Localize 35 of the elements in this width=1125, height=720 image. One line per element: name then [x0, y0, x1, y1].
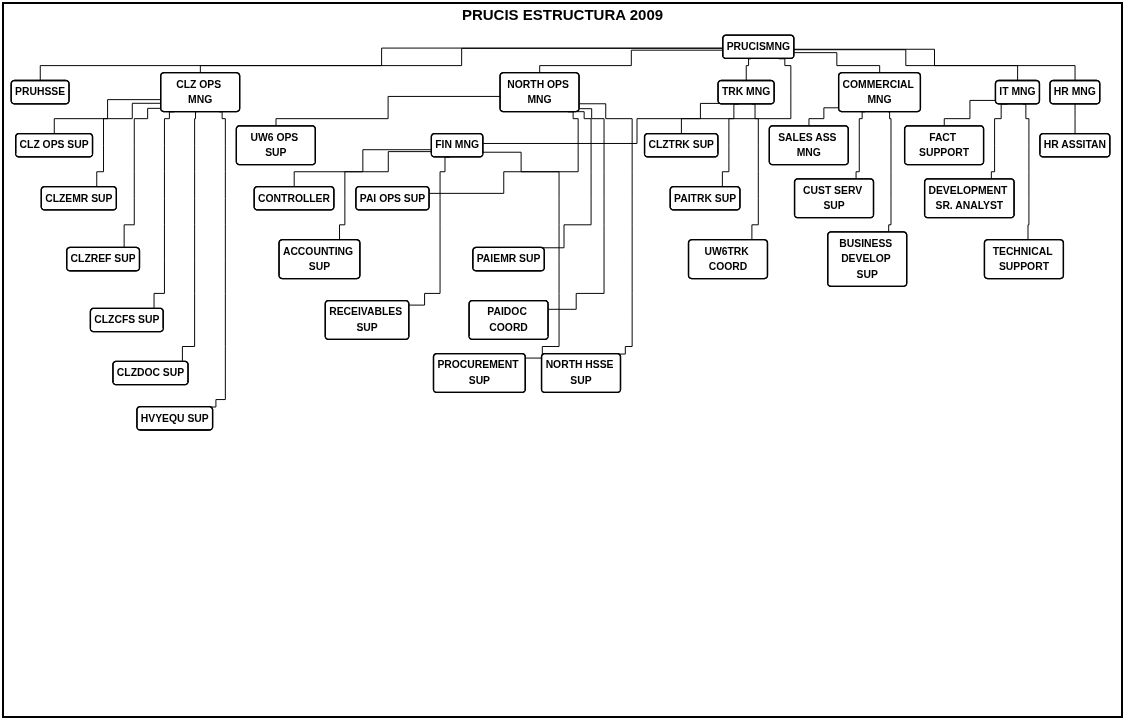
position-box: NORTH OPS MNG — [499, 72, 580, 113]
position-box: CLZEMR SUP — [40, 186, 117, 211]
position-box: IT MNG — [994, 79, 1041, 105]
position-box: TECHNICAL SUPPORT — [983, 239, 1065, 280]
position-box: BUSINESS DEVELOP SUP — [827, 231, 908, 287]
position-box: FIN MNG — [430, 132, 484, 158]
position-box: DEVELOPMENT SR. ANALYST — [923, 178, 1015, 219]
position-box: HVYEQU SUP — [136, 406, 214, 431]
position-box: UW6TRK COORD — [687, 239, 769, 280]
position-box: HR MNG — [1049, 79, 1101, 105]
position-box: PROCUREMENT SUP — [432, 352, 526, 394]
position-box: PAI OPS SUP — [355, 186, 430, 211]
position-box: HR ASSITAN — [1039, 132, 1111, 158]
position-box: SALES ASS MNG — [768, 125, 849, 166]
position-box: PAIDOC COORD — [468, 299, 549, 340]
position-box: CLZ OPS SUP — [15, 132, 94, 158]
position-box: PAITRK SUP — [669, 186, 741, 211]
position-box: CLZTRK SUP — [643, 132, 719, 158]
position-box: NORTH HSSE SUP — [540, 352, 622, 394]
position-box: CLZCFS SUP — [89, 307, 164, 333]
position-box: UW6 OPS SUP — [235, 125, 316, 166]
position-box: CLZDOC SUP — [112, 360, 189, 386]
chart-title: PRUCIS ESTRUCTURA 2009 — [461, 6, 664, 23]
position-box: FACT SUPPORT — [903, 125, 985, 166]
position-box: COMMERCIAL MNG — [837, 72, 922, 113]
position-box: PAIEMR SUP — [472, 246, 545, 272]
position-box: CONTROLLER — [253, 186, 335, 211]
position-box: CLZREF SUP — [66, 246, 141, 272]
position-box: PRUHSSE — [10, 79, 70, 105]
position-box: ACCOUNTING SUP — [278, 239, 361, 280]
position-box: TRK MNG — [717, 79, 775, 105]
position-box: CUST SERV SUP — [793, 178, 875, 219]
position-box: RECEIVABLES SUP — [324, 299, 410, 340]
position-box: PRUCISMNG — [722, 34, 795, 60]
position-box: CLZ OPS MNG — [160, 72, 241, 113]
